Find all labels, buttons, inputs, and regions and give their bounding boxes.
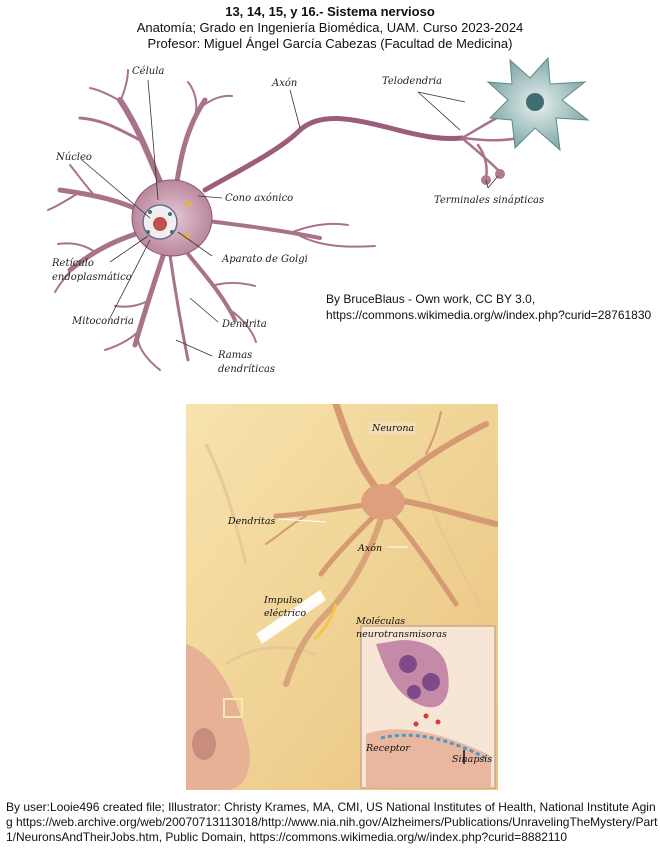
axon-fiber [205, 118, 462, 190]
svg-text:Neurona: Neurona [371, 423, 414, 434]
svg-text:Dendritas: Dendritas [227, 516, 275, 527]
label-neurona: Neurona [369, 422, 415, 434]
figure2-credit[interactable]: By user:Looie496 created file; Illustrat… [6, 800, 658, 845]
figure1-credit-line1: By BruceBlaus - Own work, CC BY 3.0, [326, 291, 651, 307]
neuron-top-soma [361, 484, 405, 520]
label-receptor: Receptor [365, 743, 411, 754]
label-celula: Célula [132, 66, 164, 77]
label-sinapsis: Sinapsis [452, 754, 492, 765]
label-cono-axonico: Cono axónico [225, 193, 293, 204]
label-reticulo-line2: endoplasmático [52, 272, 132, 283]
label-ramas-line1: Ramas [217, 350, 252, 361]
cell-body [132, 180, 212, 256]
label-dendrita: Dendrita [221, 319, 267, 330]
course-line: Anatomía; Grado en Ingeniería Biomédica,… [0, 20, 660, 36]
document-header: 13, 14, 15, y 16.- Sistema nervioso Anat… [0, 4, 660, 52]
professor-line: Profesor: Miguel Ángel García Cabezas (F… [0, 36, 660, 52]
label-terminales-sinapticas: Terminales sinápticas [434, 195, 544, 206]
neuron-anatomy-figure: Célula Axón Telodendria Núcleo Cono axón… [0, 52, 660, 392]
figure1-credit-link[interactable]: https://commons.wikimedia.org/w/index.ph… [326, 307, 651, 323]
label-reticulo-line1: Retículo [51, 258, 94, 269]
label-ramas-line2: dendríticas [218, 364, 275, 375]
figure1-credit: By BruceBlaus - Own work, CC BY 3.0, htt… [326, 291, 651, 323]
nucleolus [153, 217, 167, 231]
target-cell [488, 58, 588, 150]
label-nucleo: Núcleo [55, 152, 92, 163]
label-impulso-line1: Impulso [263, 595, 303, 606]
label-moleculas-line1: Moléculas [355, 616, 405, 627]
label-aparato-golgi: Aparato de Golgi [221, 254, 308, 265]
label-moleculas-line2: neurotransmisoras [356, 629, 447, 640]
synapse-illustration: Neurona Dendritas Axón Impulso eléctrico… [186, 404, 498, 790]
label-mitocondria: Mitocondria [71, 316, 134, 327]
label-axon: Axón [271, 78, 297, 89]
svg-text:Axón: Axón [357, 543, 382, 554]
label-telodendria: Telodendria [382, 76, 442, 87]
document-title: 13, 14, 15, y 16.- Sistema nervioso [0, 4, 660, 20]
label-impulso-line2: eléctrico [264, 608, 306, 619]
